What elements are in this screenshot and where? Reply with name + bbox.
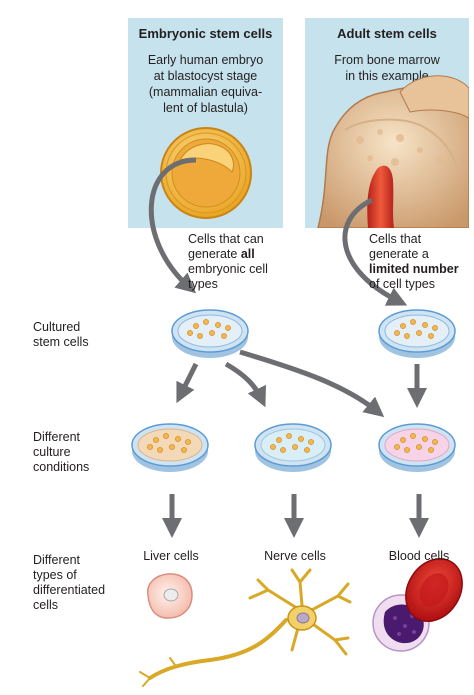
embryonic-desc-line-1: Early human embryo (147, 53, 264, 67)
embryonic-caption-line-2: generate all (188, 247, 298, 262)
adult-caption-bold-limited-number: limited number (369, 262, 459, 276)
embryonic-panel-title: Embryonic stem cells (138, 26, 273, 41)
adult-caption-line-3: limited number (369, 262, 474, 277)
embryonic-desc-line-3: (mammalian equiva- (148, 85, 263, 99)
marrow-to-culture-arrow (342, 197, 408, 306)
row-label-conditions-line-2: culture (33, 445, 71, 459)
row-label-types-line-4: cells (33, 598, 59, 612)
embryonic-caption-line-4: types (188, 277, 218, 291)
adult-desc-line-1: From bone marrow (334, 53, 440, 67)
row-label-culture-conditions: Different culture conditions (33, 430, 89, 475)
culture-to-nerve-arrow (224, 361, 266, 408)
adult-desc-line-2: in this example (345, 69, 429, 83)
nerve-condition-dish (254, 423, 332, 472)
culture-to-liver-arrow (176, 362, 199, 404)
adult-culture-dish (378, 309, 456, 358)
liver-cell-icon (147, 573, 193, 619)
row-label-conditions-line-3: conditions (33, 460, 90, 474)
culture-to-blood-arrow (239, 349, 385, 418)
nerve-cell-icon (139, 568, 352, 687)
blood-cells-label: Blood cells (388, 549, 450, 563)
embryonic-caption: Cells that can generate all embryonic ce… (188, 232, 298, 292)
adult-panel-title: Adult stem cells (337, 26, 437, 41)
embryo-to-culture-arrow (148, 157, 197, 294)
embryonic-culture-dish (171, 309, 249, 358)
row-label-conditions-line-1: Different (33, 430, 81, 444)
red-blood-cell-icon (405, 558, 463, 622)
embryonic-caption-line-3: embryonic cell (188, 262, 268, 276)
embryonic-caption-bold-all: all (240, 247, 255, 261)
row-label-cultured-line-1: Cultured (33, 320, 81, 334)
adult-caption-line-4: of cell types (369, 277, 436, 291)
row-label-types-line-3: differentiated (33, 583, 106, 597)
embryonic-caption-line-1: Cells that can (188, 232, 264, 246)
adult-caption-line-1: Cells that (369, 232, 422, 246)
embryonic-desc-line-2: at blastocyst stage (153, 69, 258, 83)
embryonic-desc-line-4: lent of blastula) (163, 101, 248, 115)
bone-marrow-illustration (317, 75, 469, 228)
nerve-cells-label: Nerve cells (264, 549, 326, 563)
row-label-differentiated-cells: Different types of differentiated cells (33, 553, 105, 613)
liver-condition-dish (131, 423, 209, 472)
adult-caption-line-2: generate a (369, 247, 429, 261)
blastocyst-embryo-icon (160, 127, 252, 219)
row-label-cultured-line-2: stem cells (33, 335, 89, 349)
row-label-types-line-2: types of (33, 568, 77, 582)
blood-condition-dish (378, 423, 456, 472)
liver-cells-label: Liver cells (143, 549, 199, 563)
embryonic-caption-line-2-text: generate (188, 247, 241, 261)
row-label-cultured-stem-cells: Cultured stem cells (33, 320, 89, 350)
row-label-types-line-1: Different (33, 553, 81, 567)
adult-caption: Cells that generate a limited number of … (369, 232, 474, 292)
